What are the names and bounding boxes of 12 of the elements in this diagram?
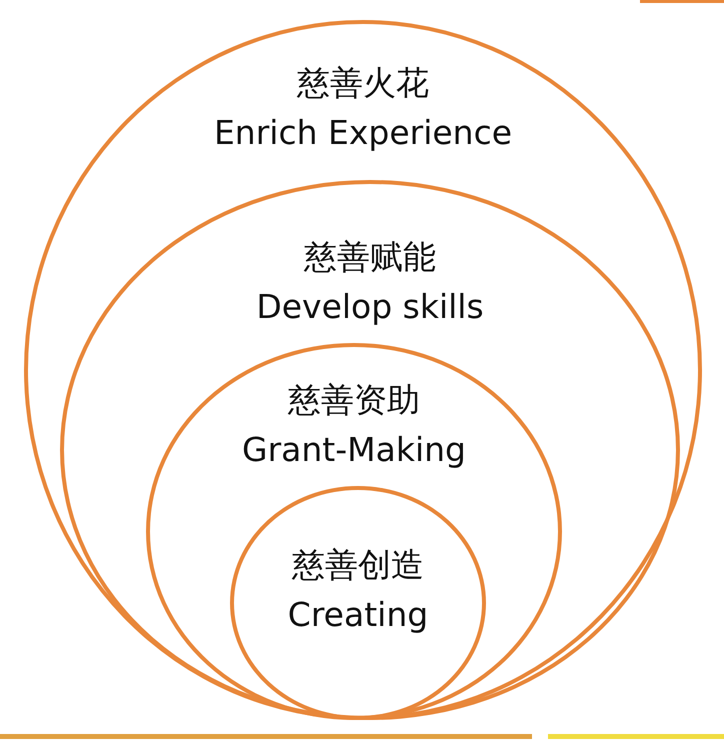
english-label: Enrich Experience: [214, 112, 512, 154]
english-label: Creating: [288, 594, 428, 636]
chinese-heading: 慈善创造: [292, 544, 424, 586]
third-circle: [146, 343, 562, 720]
english-label: Grant-Making: [242, 429, 466, 471]
second-circle: [60, 180, 680, 720]
chinese-heading: 慈善火花: [297, 62, 429, 104]
chinese-heading: 慈善赋能: [304, 236, 436, 278]
chinese-heading: 慈善资助: [288, 379, 420, 421]
inner-circle: [230, 486, 486, 720]
outer-circle: [24, 20, 702, 720]
english-label: Develop skills: [256, 286, 484, 328]
